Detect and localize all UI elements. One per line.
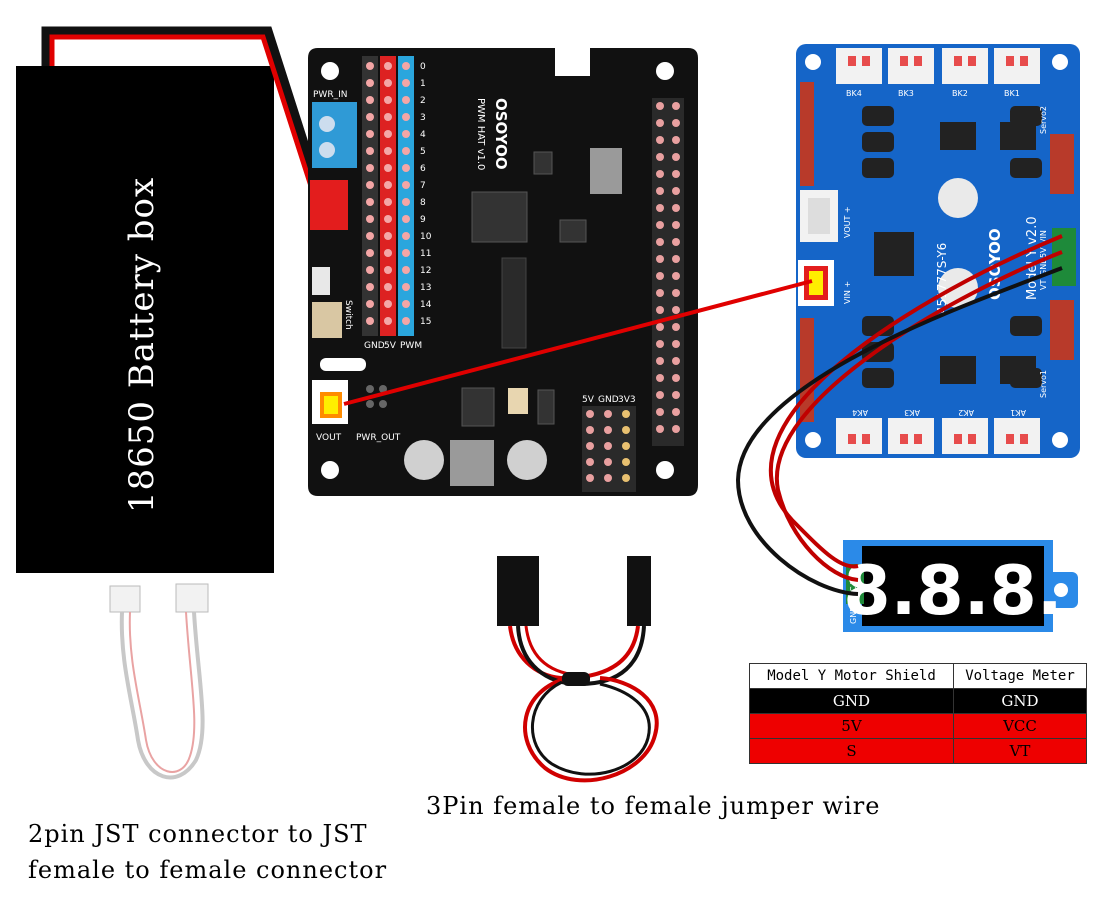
table-row: GND GND	[749, 688, 1088, 714]
servo1-label: Servo1	[1039, 370, 1048, 398]
battery-wires	[41, 26, 331, 215]
table-cell: GND	[749, 688, 954, 714]
bottom-connector-label: AK2	[958, 408, 974, 417]
meter-display: 8.8.8.	[843, 552, 1062, 631]
table-cell: GND	[952, 688, 1088, 714]
shield-vout-label: VOUT +	[843, 206, 852, 238]
vout-to-vin-wire	[343, 279, 813, 406]
table-header-cell: Voltage Meter	[952, 663, 1088, 689]
table-cell: 5V	[749, 713, 954, 739]
top-connector-label: BK4	[846, 89, 862, 98]
vt-pin-label: VT	[1039, 280, 1048, 290]
shield-code: 451777S-Y6	[935, 243, 949, 314]
pin-number-label: 1	[420, 79, 426, 89]
pwm-hat-board	[308, 48, 698, 496]
battery-box	[16, 66, 274, 573]
pin-number-label: 11	[420, 249, 431, 259]
pin-number-label: 12	[420, 266, 431, 276]
servo2-label: Servo2	[1039, 106, 1048, 134]
v5-pin-label: 5V	[1039, 247, 1048, 258]
bottom-connector-label: AK4	[852, 408, 868, 417]
pin-number-label: 5	[420, 147, 426, 157]
pwr-out-label: PWR_OUT	[356, 433, 401, 443]
jst-caption-line2: female to female connector	[28, 856, 388, 884]
pwm-hat-model: PWM HAT v1.0	[475, 98, 486, 170]
switch-label: Switch	[343, 300, 353, 330]
bottom-connector-label: AK1	[1010, 408, 1026, 417]
bottom-connector-label: AK3	[904, 408, 920, 417]
top-connector-label: BK3	[898, 89, 914, 98]
jumper-wire	[497, 556, 659, 783]
top-connector-label: BK2	[952, 89, 968, 98]
hat-3v3-label: 3V3	[618, 395, 636, 405]
jst-cable	[109, 583, 209, 780]
pwm-label: PWM	[400, 341, 422, 351]
vout-label: VOUT	[316, 433, 342, 443]
pwr-in-terminal	[312, 102, 357, 168]
table-row: 5V VCC	[749, 713, 1088, 739]
table-cell: VT	[952, 738, 1088, 764]
pin-number-label: 8	[420, 198, 426, 208]
jumper-caption: 3Pin female to female jumper wire	[426, 792, 881, 820]
top-connector-label: BK1	[1004, 89, 1020, 98]
gnd-pin-label: GND	[1039, 258, 1048, 276]
pwm-pin-header	[362, 56, 414, 336]
battery-label: 18650 Battery box	[122, 176, 162, 514]
gnd-label: GND	[364, 341, 385, 351]
motor-shield-board	[796, 44, 1080, 458]
shield-vin-label: VIN +	[843, 281, 852, 304]
pwr-in-connector	[310, 180, 348, 230]
hat-five-v-label: 5V	[582, 395, 595, 405]
vin-pin-label: VIN	[1039, 230, 1048, 244]
table-header-cell: Model Y Motor Shield	[749, 663, 954, 689]
pin-number-label: 13	[420, 283, 431, 293]
table-cell: VCC	[952, 713, 1088, 739]
hat-gnd-label: GND	[598, 395, 619, 405]
pin-number-label: 6	[420, 164, 426, 174]
meter-pin-labels: GND VCC VT	[849, 573, 858, 624]
pin-number-label: 15	[420, 317, 431, 327]
table-row: S VT	[749, 738, 1088, 764]
pin-number-label: 0	[420, 62, 426, 72]
pin-number-label: 7	[420, 181, 426, 191]
table-header-row: Model Y Motor Shield Voltage Meter	[749, 663, 1088, 689]
shield-to-meter-wires	[735, 234, 1063, 596]
shield-model: Model Y v2.0	[1025, 216, 1040, 300]
pin-number-label: 14	[420, 300, 432, 310]
table-cell: S	[749, 738, 954, 764]
jst-caption: 2pin JST connector to JST female to fema…	[28, 816, 387, 888]
pin-number-label: 2	[420, 96, 426, 106]
voltage-meter	[843, 540, 1078, 632]
v5-label: 5V	[384, 341, 397, 351]
pin-number-label: 9	[420, 215, 426, 225]
pwm-hat-brand: OSOYOO	[492, 98, 510, 170]
jst-caption-line1: 2pin JST connector to JST	[28, 820, 368, 848]
pwr-in-label-top: PWR_IN	[313, 90, 347, 100]
pin-number-label: 10	[420, 232, 432, 242]
pin-number-label: 3	[420, 113, 426, 123]
connection-table: Model Y Motor Shield Voltage Meter GND G…	[749, 663, 1088, 764]
pin-number-label: 4	[420, 130, 426, 140]
